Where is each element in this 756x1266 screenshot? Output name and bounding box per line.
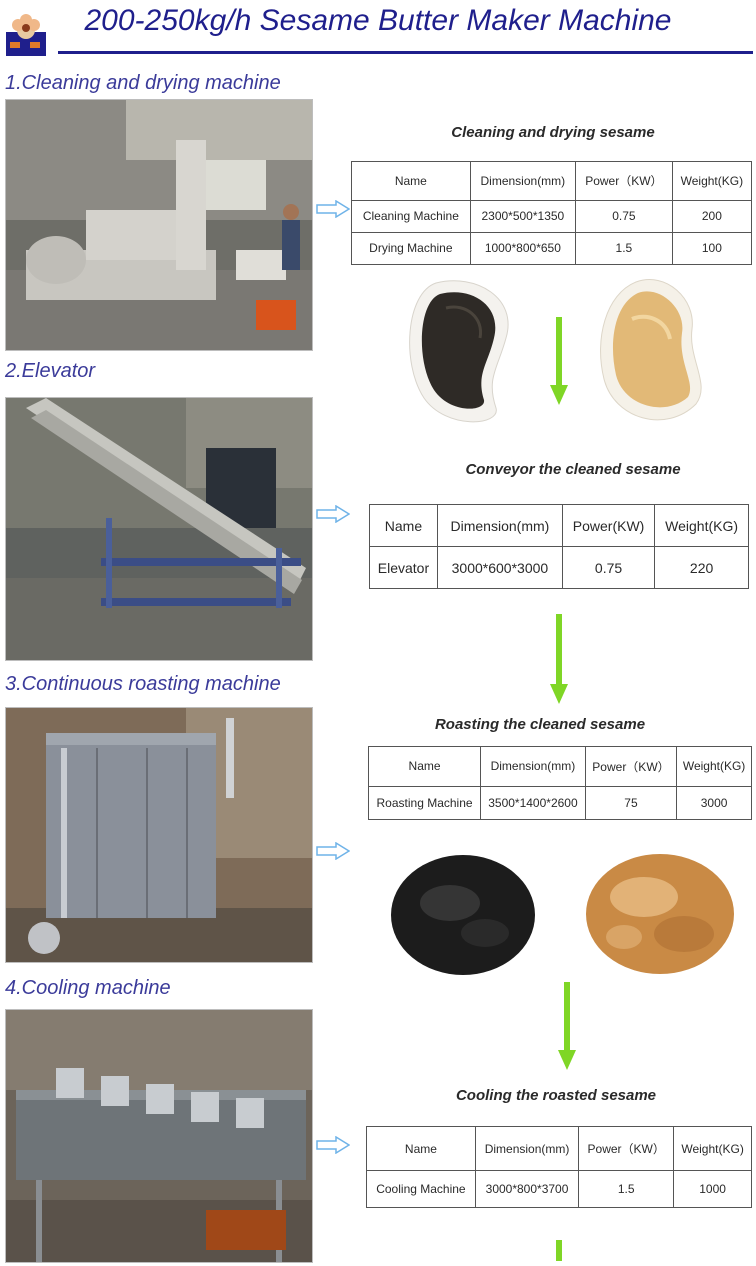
table-header-cell: Name bbox=[367, 746, 482, 787]
page-title: 200-250kg/h Sesame Butter Maker Machine bbox=[84, 4, 672, 37]
table-header-cell: Name bbox=[366, 1125, 476, 1172]
down-arrow-icon bbox=[548, 614, 570, 706]
table-cell: 2300*500*1350 bbox=[469, 199, 577, 233]
right-arrow-icon bbox=[316, 841, 351, 861]
table-header-cell: Dimension(mm) bbox=[480, 746, 586, 787]
down-arrow-icon bbox=[548, 317, 570, 407]
table-header-cell: Weight(KG) bbox=[671, 161, 753, 201]
table-header-cell: Weight(KG) bbox=[676, 746, 752, 787]
table-header-row: Name Dimension(mm) Power（KW） Weight(KG) bbox=[366, 1125, 752, 1172]
table-cell: Cleaning Machine bbox=[351, 199, 471, 233]
table-cell: 1.5 bbox=[575, 231, 673, 266]
caption-roasting: Roasting the cleaned sesame bbox=[434, 716, 646, 733]
table-header-cell: Dimension(mm) bbox=[469, 161, 577, 201]
table-header-row: Name Dimension(mm) Power（KW） Weight(KG) bbox=[367, 746, 752, 787]
table-header-cell: Weight(KG) bbox=[654, 504, 749, 547]
black-sesame-image bbox=[390, 853, 536, 977]
spec-table-elevator: Name Dimension(mm) Power(KW) Weight(KG) … bbox=[369, 504, 749, 589]
table-header-row: Name Dimension(mm) Power(KW) Weight(KG) bbox=[369, 504, 749, 547]
cleaned-sesame-bowl-image bbox=[596, 279, 708, 429]
table-row: Roasting Machine 3500*1400*2600 75 3000 bbox=[367, 785, 752, 821]
right-arrow-icon bbox=[316, 504, 351, 524]
table-header-cell: Name bbox=[351, 161, 471, 201]
section-title-roasting: 3.Continuous roasting machine bbox=[5, 673, 281, 695]
down-arrow-icon bbox=[556, 982, 578, 1072]
company-logo-icon bbox=[4, 12, 52, 58]
table-row: Cleaning Machine 2300*500*1350 0.75 200 bbox=[351, 199, 753, 233]
table-cell: 1000 bbox=[673, 1170, 752, 1208]
title-underline bbox=[58, 51, 753, 54]
table-cell: 3000*800*3700 bbox=[474, 1170, 580, 1208]
table-cell: Drying Machine bbox=[351, 231, 471, 266]
table-cell: 200 bbox=[671, 199, 753, 233]
table-cell: 1.5 bbox=[578, 1170, 675, 1208]
table-cell: 220 bbox=[654, 546, 749, 589]
table-cell: 100 bbox=[671, 231, 753, 266]
table-header-cell: Power（KW） bbox=[575, 161, 673, 201]
section-title-cooling: 4.Cooling machine bbox=[5, 977, 171, 999]
caption-elevator: Conveyor the cleaned sesame bbox=[465, 461, 681, 478]
table-row: Drying Machine 1000*800*650 1.5 100 bbox=[351, 231, 753, 266]
right-arrow-icon bbox=[316, 199, 351, 219]
table-cell: Roasting Machine bbox=[367, 785, 482, 821]
elevator-photo bbox=[5, 397, 313, 661]
roasting-machine-photo bbox=[5, 707, 313, 963]
table-header-cell: Dimension(mm) bbox=[436, 504, 563, 547]
table-cell: 3500*1400*2600 bbox=[480, 785, 586, 821]
table-cell: Cooling Machine bbox=[366, 1170, 476, 1208]
section-title-elevator: 2.Elevator bbox=[5, 360, 96, 382]
table-cell: 75 bbox=[584, 785, 678, 821]
spec-table-cleaning: Name Dimension(mm) Power（KW） Weight(KG) … bbox=[351, 161, 753, 266]
table-header-cell: Dimension(mm) bbox=[474, 1125, 580, 1172]
spec-table-roasting: Name Dimension(mm) Power（KW） Weight(KG) … bbox=[367, 746, 752, 821]
table-cell: 0.75 bbox=[561, 546, 656, 589]
table-header-cell: Name bbox=[369, 504, 438, 547]
down-arrow-icon bbox=[548, 1240, 570, 1261]
table-header-cell: Weight(KG) bbox=[673, 1125, 752, 1172]
table-row: Elevator 3000*600*3000 0.75 220 bbox=[369, 546, 749, 589]
roasted-sesame-image bbox=[584, 852, 736, 976]
raw-sesame-bowl-image bbox=[406, 278, 518, 428]
table-header-cell: Power（KW） bbox=[578, 1125, 675, 1172]
table-cell: 1000*800*650 bbox=[469, 231, 577, 266]
table-cell: 0.75 bbox=[575, 199, 673, 233]
table-row: Cooling Machine 3000*800*3700 1.5 1000 bbox=[366, 1170, 752, 1208]
table-cell: 3000*600*3000 bbox=[436, 546, 563, 589]
table-header-cell: Power（KW） bbox=[584, 746, 678, 787]
table-cell: Elevator bbox=[369, 546, 438, 589]
table-cell: 3000 bbox=[676, 785, 752, 821]
table-header-row: Name Dimension(mm) Power（KW） Weight(KG) bbox=[351, 161, 753, 201]
cleaning-machine-photo bbox=[5, 99, 313, 351]
caption-cooling: Cooling the roasted sesame bbox=[455, 1087, 657, 1104]
table-header-cell: Power(KW) bbox=[561, 504, 656, 547]
cooling-machine-photo bbox=[5, 1009, 313, 1263]
spec-table-cooling: Name Dimension(mm) Power（KW） Weight(KG) … bbox=[366, 1125, 752, 1208]
section-title-cleaning: 1.Cleaning and drying machine bbox=[5, 72, 281, 94]
right-arrow-icon bbox=[316, 1135, 351, 1155]
caption-cleaning: Cleaning and drying sesame bbox=[451, 124, 655, 141]
